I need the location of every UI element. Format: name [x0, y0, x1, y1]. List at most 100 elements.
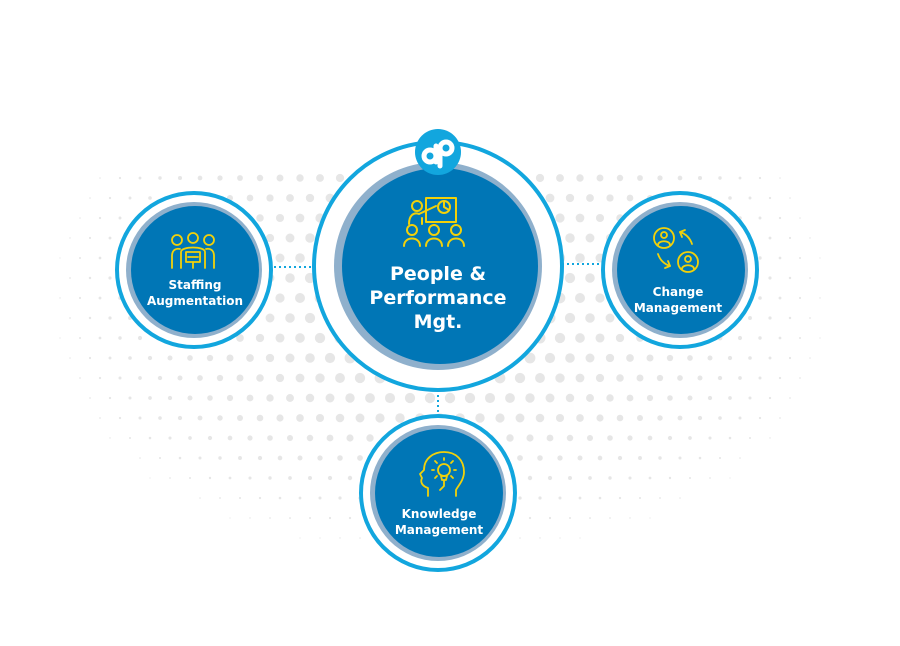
- background-dot: [228, 476, 232, 480]
- background-dot: [256, 174, 264, 182]
- center-label-line-2: Performance: [369, 287, 507, 309]
- background-dot: [257, 455, 263, 461]
- node-knowledge-management[interactable]: [359, 414, 517, 572]
- background-dot: [108, 356, 112, 360]
- background-dot: [285, 233, 295, 243]
- head-lightbulb-icon: [419, 451, 465, 497]
- background-dot: [316, 174, 324, 182]
- background-dot: [646, 354, 654, 362]
- background-dot: [299, 537, 301, 539]
- background-dot: [575, 333, 585, 343]
- background-dot: [246, 394, 254, 402]
- background-dot: [187, 395, 193, 401]
- background-dot: [588, 476, 592, 480]
- background-dot: [288, 476, 292, 480]
- background-dot: [717, 375, 723, 381]
- background-dot: [788, 316, 792, 320]
- background-dot: [718, 456, 722, 460]
- background-dot: [98, 256, 102, 260]
- background-dot: [79, 377, 81, 379]
- background-dot: [495, 413, 505, 423]
- background-dot: [326, 434, 334, 442]
- background-dot: [656, 374, 664, 382]
- background-dot: [585, 313, 595, 323]
- background-dot: [297, 455, 303, 461]
- background-dot: [365, 393, 375, 403]
- background-dot: [188, 436, 192, 440]
- background-dot: [709, 477, 711, 479]
- background-dot: [537, 455, 543, 461]
- background-dot: [158, 416, 162, 420]
- background-dot: [167, 355, 173, 361]
- background-dot: [596, 174, 604, 182]
- background-dot: [118, 376, 122, 380]
- background-dot: [149, 477, 151, 479]
- background-dot: [147, 355, 153, 361]
- background-dot: [515, 413, 525, 423]
- background-dot: [555, 413, 565, 423]
- background-dot: [99, 417, 101, 419]
- background-dot: [158, 176, 162, 180]
- background-dot: [566, 434, 574, 442]
- background-dot: [637, 175, 643, 181]
- background-dot: [768, 396, 772, 400]
- background-dot: [277, 455, 283, 461]
- background-dot: [444, 392, 456, 404]
- background-dot: [809, 357, 811, 359]
- background-dot: [564, 272, 576, 284]
- background-dot: [295, 253, 305, 263]
- background-dot: [178, 456, 182, 460]
- background-dot: [557, 455, 563, 461]
- background-dot: [738, 376, 742, 380]
- background-dot: [616, 174, 624, 182]
- background-dot: [768, 236, 772, 240]
- background-dot: [296, 174, 304, 182]
- background-dot: [658, 456, 662, 460]
- background-dot: [505, 393, 515, 403]
- background-dot: [788, 276, 792, 280]
- background-dot: [335, 173, 345, 183]
- background-dot: [778, 256, 782, 260]
- background-dot: [296, 414, 304, 422]
- presentation-audience-icon: [403, 197, 465, 247]
- background-dot: [226, 354, 234, 362]
- background-dot: [276, 414, 284, 422]
- knowledge-label-line-2: Management: [394, 523, 484, 537]
- background-dot: [657, 175, 663, 181]
- background-dot: [585, 233, 595, 243]
- background-dot: [789, 397, 791, 399]
- center-node[interactable]: [312, 140, 564, 392]
- staffing-label: Staffing Augmentation: [125, 277, 265, 309]
- background-dot: [539, 537, 541, 539]
- background-dot: [554, 332, 566, 344]
- background-dot: [375, 413, 385, 423]
- background-dot: [177, 375, 183, 381]
- background-dot: [638, 496, 642, 500]
- background-dot: [359, 537, 361, 539]
- background-dot: [464, 392, 476, 404]
- background-dot: [256, 214, 264, 222]
- background-dot: [819, 257, 821, 259]
- background-dot: [128, 396, 132, 400]
- background-dot: [758, 296, 762, 300]
- background-dot: [596, 414, 604, 422]
- background-dot: [565, 393, 575, 403]
- background-dot: [198, 456, 202, 460]
- background-dot: [128, 196, 132, 200]
- node-change-management[interactable]: [601, 191, 759, 349]
- background-dot: [666, 354, 674, 362]
- background-dot: [218, 456, 222, 460]
- background-dot: [236, 414, 244, 422]
- background-dot: [615, 333, 625, 343]
- background-dot: [99, 177, 101, 179]
- background-dot: [169, 477, 171, 479]
- background-dot: [295, 293, 305, 303]
- background-dot: [677, 375, 683, 381]
- background-dot: [779, 417, 781, 419]
- node-staffing-augmentation[interactable]: [115, 191, 273, 349]
- background-dot: [738, 416, 742, 420]
- background-dot: [207, 395, 213, 401]
- center-label-line-1: People &: [389, 263, 487, 285]
- background-dot: [128, 356, 132, 360]
- background-dot: [647, 435, 653, 441]
